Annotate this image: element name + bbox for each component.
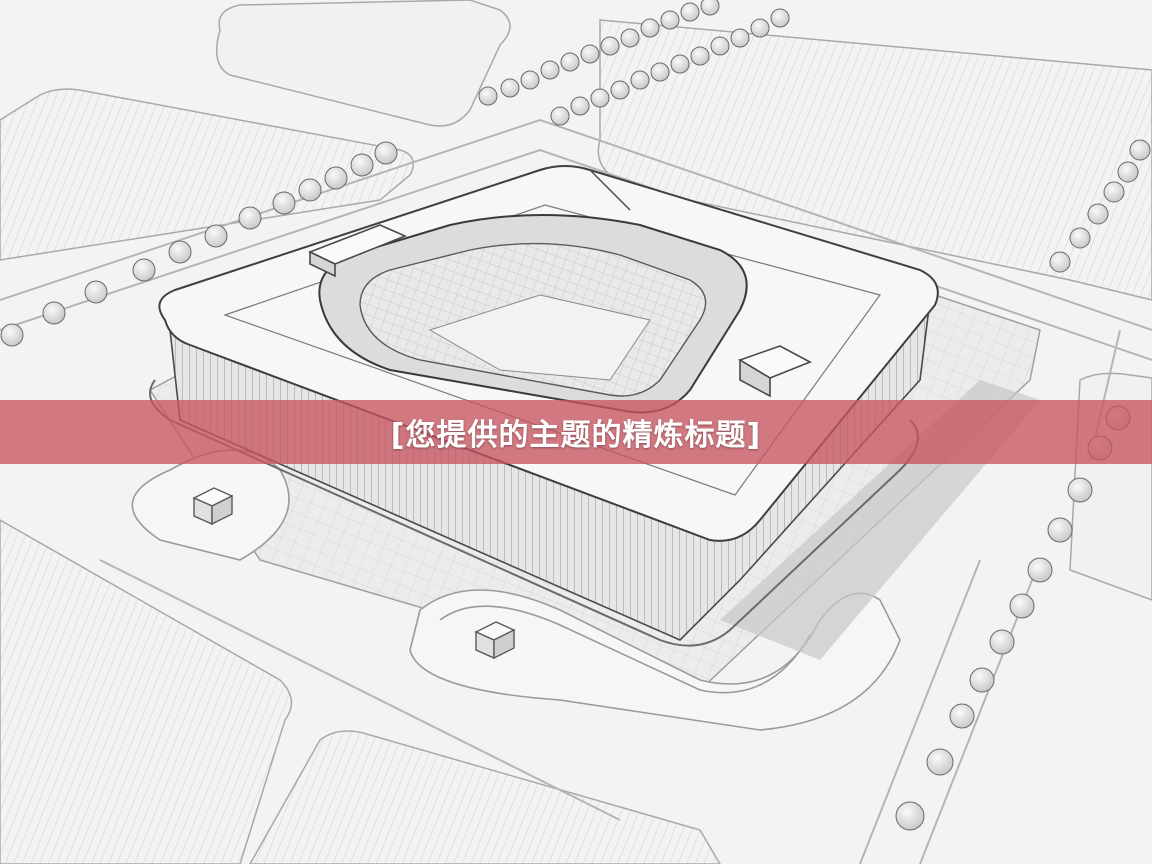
banner-title: [您提供的主题的精炼标题] xyxy=(390,418,762,453)
title-banner: [您提供的主题的精炼标题] xyxy=(0,400,1152,464)
kiosks xyxy=(192,487,516,660)
roads xyxy=(0,118,1152,864)
tree-rows xyxy=(0,0,1151,831)
